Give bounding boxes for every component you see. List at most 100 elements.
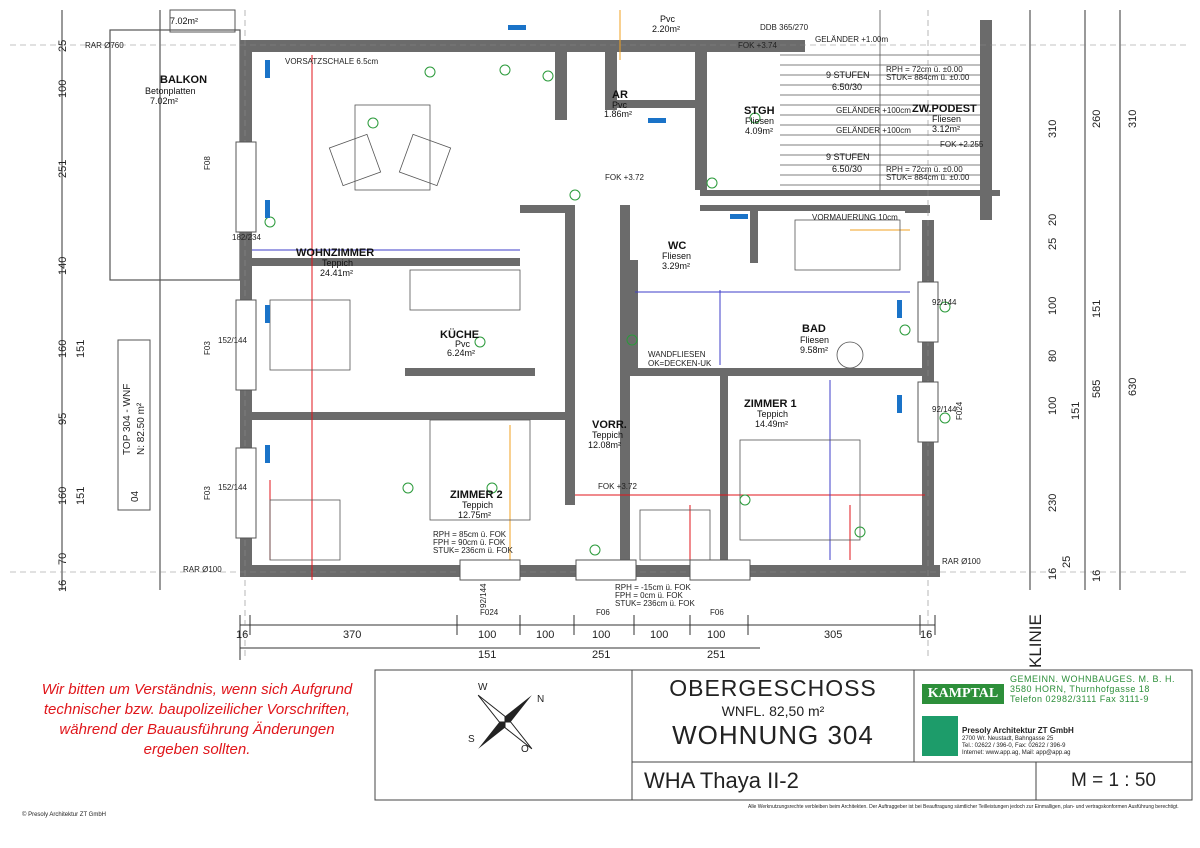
wnfl-label: WNFL. 82,50 m² — [721, 703, 825, 719]
compass-letters: N O S W — [468, 682, 544, 755]
room-stgh-area: 4.09m² — [745, 126, 773, 136]
room-zimmer2-name: ZIMMER 2 — [450, 489, 503, 501]
dim-r1-8: 16 — [1047, 568, 1059, 580]
room-zwpodest-name: ZW.PODEST — [912, 103, 977, 115]
unit-label-box: TOP 304 - WNF N: 82.50 m² 04 — [117, 339, 151, 511]
dim-r3-0: 310 — [1127, 110, 1139, 128]
note-line-2: während der Bauausführung Änderungen — [59, 721, 335, 738]
room-zimmer1-name: ZIMMER 1 — [744, 398, 797, 410]
architect-block: Presoly Architektur ZT GmbH 2700 Wr. Neu… — [918, 714, 1192, 760]
window-label-6: F024 — [480, 608, 499, 617]
dim-l-8: 151 — [75, 487, 87, 505]
room-kueche-finish: Pvc — [455, 339, 471, 349]
disclaimer-note: Wir bitten um Verständnis, wenn sich Auf… — [22, 680, 372, 760]
dim-r1-5: 100 — [1047, 397, 1059, 415]
rar-left: RAR Ø100 — [183, 565, 222, 574]
window-label-3: F024 — [955, 401, 964, 420]
window-label-1: F03 — [203, 341, 212, 355]
sill-z2-1: FPH = 90cm ü. FOK — [433, 538, 506, 547]
rph-mid: RPH = 72cm ü. ±0.00 — [886, 165, 963, 174]
dim-r2-0: 260 — [1091, 110, 1103, 128]
window-size-0: 182/234 — [232, 233, 261, 242]
room-kueche-name: KÜCHE — [440, 328, 479, 341]
dim-r1-9: 25 — [1061, 556, 1073, 568]
klinie-text: KLINIE — [1026, 614, 1045, 668]
dim-r2-3: 16 — [1091, 570, 1103, 582]
vormauerung: VORMAUERUNG 10cm — [812, 213, 898, 222]
title-block: OBERGESCHOSS WNFL. 82,50 m² WOHNUNG 304 — [632, 670, 914, 762]
room-labels: BALKON Betonplatten 7.02m² WOHNZIMMER Te… — [145, 74, 977, 520]
room-zwpodest-area: 3.12m² — [932, 124, 960, 134]
dim-r1-0: 310 — [1047, 120, 1059, 138]
left-dimensions: 25 100 251 140 160 151 95 160 151 70 16 — [57, 40, 87, 592]
sill-bottom-1: FPH = 0cm ü. FOK — [615, 591, 683, 600]
window-size-3: 92/144 — [932, 298, 957, 307]
dim-r2-2: 585 — [1091, 380, 1103, 398]
dim-b1-7: 305 — [824, 629, 842, 641]
room-balkon-finish: Betonplatten — [145, 86, 196, 96]
unit-label-3: 04 — [130, 490, 141, 502]
room-vorr-area: 12.08m² — [588, 440, 621, 450]
wandfliesen: WANDFLIESEN — [648, 350, 706, 359]
room-wohnzimmer-name: WOHNZIMMER — [296, 247, 374, 259]
gelaender-1: GELÄNDER +1.00m — [815, 35, 888, 44]
floor-title: OBERGESCHOSS — [669, 675, 877, 701]
company-info: GEMEINN. WOHNBAUGES. M. B. H. 3580 HORN,… — [1010, 674, 1175, 704]
dim-l-7: 160 — [57, 487, 69, 505]
room-wc-finish: Fliesen — [662, 251, 691, 261]
dim-r1-1: 20 — [1047, 214, 1059, 226]
sill-z2-2: STUK= 236cm ü. FOK — [433, 546, 513, 555]
room-stgh-finish: Fliesen — [745, 116, 774, 126]
room-kueche-area: 6.24m² — [447, 348, 475, 358]
company-line-0: GEMEINN. WOHNBAUGES. M. B. H. — [1010, 674, 1176, 684]
fok-372b: FOK +3.72 — [598, 482, 637, 491]
dim-l-3: 140 — [57, 257, 69, 275]
pvc-top: Pvc — [660, 14, 676, 24]
room-vorr-finish: Teppich — [592, 430, 623, 440]
dim-r1-7: 230 — [1047, 494, 1059, 512]
dim-r1-6: 151 — [1070, 402, 1082, 420]
company-block: KAMPTAL GEMEINN. WOHNBAUGES. M. B. H. 35… — [918, 672, 1192, 712]
note-line-0: Wir bitten um Verständnis, wenn sich Auf… — [41, 681, 353, 698]
compass-s: S — [468, 734, 475, 745]
company-line-2: Telefon 02982/3111 Fax 3111-9 — [1010, 694, 1149, 704]
room-bad-area: 9.58m² — [800, 345, 828, 355]
dim-l-1: 100 — [57, 80, 69, 98]
window-label-5: F06 — [710, 608, 724, 617]
window-labels: F08 F03 F03 F024 F06 F06 F024 182/234 15… — [203, 156, 964, 617]
window-size-1: 152/144 — [218, 336, 247, 345]
pvc-top-area: 2.20m² — [652, 24, 680, 34]
room-wc-name: WC — [668, 240, 686, 252]
dim-b2-0: 151 — [478, 649, 496, 661]
room-zimmer1-area: 14.49m² — [755, 419, 788, 429]
dim-b1-8: 16 — [920, 629, 932, 641]
room-bad-finish: Fliesen — [800, 335, 829, 345]
compass-o: O — [521, 744, 529, 755]
dim-b1-1: 370 — [343, 629, 361, 641]
dim-l-9: 70 — [57, 553, 69, 565]
fok-372: FOK +3.72 — [605, 173, 644, 182]
windows — [235, 141, 939, 581]
bottom-dimensions: 16 370 100 100 100 100 100 305 16 151 25… — [236, 629, 932, 661]
blue-dimension-lines — [252, 249, 910, 560]
dim-b1-5: 100 — [650, 629, 668, 641]
fok-2255: FOK +2.255 — [940, 140, 984, 149]
architect-line-2: Internet: www.app.ag, Mail: app@app.ag — [962, 750, 1071, 756]
room-zimmer2-finish: Teppich — [462, 500, 493, 510]
unit-label-2: N: 82.50 m² — [136, 402, 147, 455]
klinie-label: KLINIE — [1020, 612, 1060, 672]
window-size-5: 92/144 — [479, 583, 488, 608]
room-ar-finish: Pvc — [612, 100, 628, 110]
window-label-2: F03 — [203, 486, 212, 500]
dim-b1-2: 100 — [478, 629, 496, 641]
dim-l-10: 16 — [57, 580, 69, 592]
stuk-top: STUK= 884cm ü. ±0.00 — [886, 73, 970, 82]
scale-label: M = 1 : 50 — [1070, 770, 1157, 791]
rights-notice: Alle Werknutzungsrechte verbleiben beim … — [748, 804, 1179, 810]
sill-bottom-2: STUK= 236cm ü. FOK — [615, 599, 695, 608]
compass-n: N — [537, 694, 544, 705]
window-size-2: 152/144 — [218, 483, 247, 492]
stairs — [780, 10, 980, 190]
architect-line-1: Tel.: 02622 / 396-0, Fax: 02622 / 396-9 — [962, 743, 1066, 749]
